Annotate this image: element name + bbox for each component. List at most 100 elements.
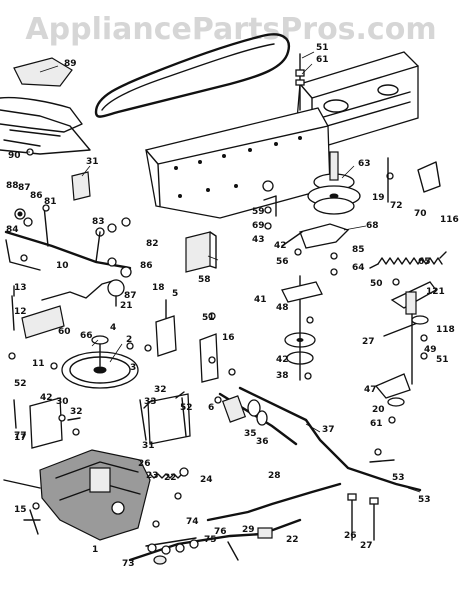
- shift-bracket: [155, 315, 177, 357]
- callout-36: 36: [256, 437, 269, 447]
- callout-29: 29: [242, 525, 255, 535]
- callout-26: 26: [138, 459, 151, 469]
- callout-63: 63: [358, 159, 371, 169]
- spacer-sleeve: [221, 395, 247, 423]
- callout-68: 68: [366, 221, 379, 231]
- callout-10: 10: [56, 261, 69, 271]
- callout-31: 31: [86, 157, 99, 167]
- callout-118: 118: [436, 325, 455, 335]
- callout-32: 32: [70, 407, 83, 417]
- callout-121: 121: [426, 287, 445, 297]
- callout-11: 11: [32, 359, 45, 369]
- callout-60: 60: [58, 327, 71, 337]
- callout-24: 24: [200, 475, 213, 485]
- callout-35: 35: [244, 429, 257, 439]
- clutch-spring: [149, 473, 183, 479]
- callout-56: 56: [276, 257, 289, 267]
- callout-28: 28: [268, 471, 281, 481]
- callout-41: 41: [254, 295, 267, 305]
- callout-3: 3: [130, 363, 136, 373]
- callout-86b: 86: [140, 261, 153, 271]
- callout-85: 85: [352, 245, 365, 255]
- idler-bracket: [299, 223, 350, 249]
- callout-58: 58: [198, 275, 211, 285]
- callout-75: 75: [204, 535, 217, 545]
- callout-88: 88: [6, 181, 19, 191]
- callout-17: 17: [14, 433, 27, 443]
- callout-81: 81: [44, 197, 57, 207]
- callout-15: 15: [14, 505, 27, 515]
- callout-50: 50: [370, 279, 383, 289]
- brake-bracket: [374, 373, 411, 399]
- seat-pan: [13, 57, 73, 87]
- support-bracket: [147, 393, 191, 445]
- callout-52b: 52: [180, 403, 193, 413]
- frame-plate: [145, 107, 331, 219]
- axle-bracket: [29, 397, 63, 449]
- tension-spring: [377, 257, 443, 265]
- callout-87b: 87: [124, 291, 137, 301]
- callout-26b: 26: [344, 531, 357, 541]
- callout-84: 84: [6, 225, 19, 235]
- shift-rod: [41, 279, 117, 301]
- callout-22: 22: [286, 535, 299, 545]
- callout-76: 76: [214, 527, 227, 537]
- callout-1: 1: [92, 545, 98, 555]
- callout-31b: 31: [142, 441, 155, 451]
- callout-43: 43: [252, 235, 265, 245]
- callout-5: 5: [172, 289, 178, 299]
- callout-90: 90: [8, 151, 21, 161]
- callout-12: 12: [14, 307, 27, 317]
- callout-23: 23: [146, 471, 159, 481]
- brake-rod: [238, 386, 422, 492]
- callout-70: 70: [414, 209, 427, 219]
- callout-6: 6: [208, 403, 214, 413]
- callout-47: 47: [364, 385, 377, 395]
- callout-77: 77: [14, 431, 27, 441]
- callout-51c: 51: [436, 355, 449, 365]
- mounting-bracket: [185, 231, 211, 273]
- drive-belt: [94, 33, 291, 118]
- shift-plate: [21, 305, 65, 339]
- bracket-31: [71, 171, 91, 201]
- callout-82: 82: [146, 239, 159, 249]
- callout-18: 18: [152, 283, 165, 293]
- callout-61: 61: [316, 55, 329, 65]
- callout-30: 30: [56, 397, 69, 407]
- idler-arm: [281, 281, 323, 303]
- watermark: AppliancePartsPros.com: [25, 12, 437, 47]
- callout-33: 33: [144, 397, 157, 407]
- callout-52: 52: [14, 379, 27, 389]
- callout-20: 20: [372, 405, 385, 415]
- callout-66: 66: [80, 331, 93, 341]
- callout-42c: 42: [40, 393, 53, 403]
- callout-89: 89: [64, 59, 77, 69]
- transaxle: [39, 449, 151, 541]
- callout-86: 86: [30, 191, 43, 201]
- callout-49: 49: [424, 345, 437, 355]
- callout-19: 19: [372, 193, 385, 203]
- callout-65: 65: [418, 257, 431, 267]
- callout-13: 13: [14, 283, 27, 293]
- callout-2: 2: [126, 335, 132, 345]
- callout-48: 48: [276, 303, 289, 313]
- callout-83: 83: [92, 217, 105, 227]
- callout-59: 59: [252, 207, 265, 217]
- callout-51: 51: [316, 43, 329, 53]
- callout-72: 72: [390, 201, 403, 211]
- callout-27b: 27: [360, 541, 373, 551]
- callout-21: 21: [120, 301, 133, 311]
- callout-42: 42: [274, 241, 287, 251]
- callout-22b: 22: [164, 473, 177, 483]
- callout-4: 4: [110, 323, 116, 333]
- callout-69: 69: [252, 221, 265, 231]
- callout-53b: 53: [392, 473, 405, 483]
- callout-87: 87: [18, 183, 31, 193]
- callout-32b: 32: [154, 385, 167, 395]
- callout-numbers: 89 51 61 90 31 63 88 87 86 81 59 69 68 1…: [6, 43, 459, 569]
- callout-53: 53: [418, 495, 431, 505]
- callout-16: 16: [222, 333, 235, 343]
- callout-64: 64: [352, 263, 365, 273]
